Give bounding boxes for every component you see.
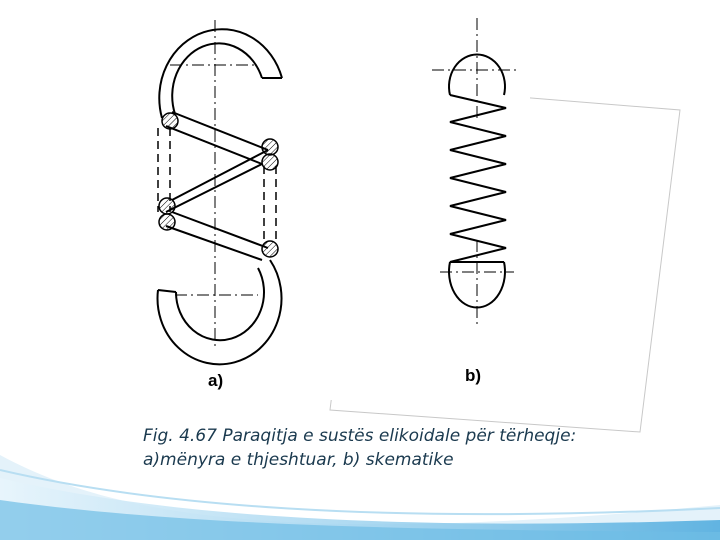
zigzag-coils <box>449 94 507 263</box>
top-hook-outer <box>158 28 283 119</box>
figure-caption: Fig. 4.67 Paraqitja e sustës elikoidale … <box>143 426 577 470</box>
coil-line <box>165 163 263 213</box>
coil-line <box>165 125 263 165</box>
coil-line <box>171 149 269 201</box>
spring-schematic-drawing <box>432 18 520 325</box>
coil-line <box>171 111 269 151</box>
decorative-wave <box>0 455 720 540</box>
wire-cross-sections <box>158 112 279 258</box>
top-hook-inner <box>171 42 263 115</box>
spring-simplified-drawing <box>156 20 283 366</box>
coil-line <box>171 211 269 249</box>
top-loop <box>448 53 506 96</box>
figure-background <box>145 0 530 400</box>
drawing-a-label: a) <box>208 371 224 390</box>
bottom-hook-inner <box>174 267 265 342</box>
drawing-b-label: b) <box>465 366 482 385</box>
bottom-hook-end <box>157 289 177 293</box>
bottom-hook-outer <box>156 259 283 366</box>
coil-line <box>165 225 263 261</box>
